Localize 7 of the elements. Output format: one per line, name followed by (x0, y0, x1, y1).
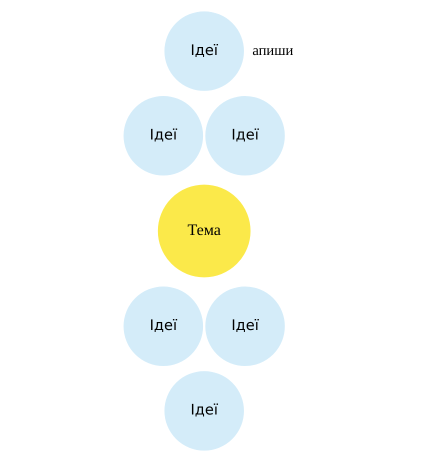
node-circle: Ідеї (204, 286, 284, 366)
label: апиши (252, 42, 293, 59)
node-circle: Ідеї (123, 96, 203, 176)
node-circle: Ідеї (164, 371, 244, 451)
node-circle: Ідеї (204, 96, 284, 176)
node-circle: Ідеї (123, 286, 203, 366)
node-circle: Ідеї (164, 11, 244, 91)
